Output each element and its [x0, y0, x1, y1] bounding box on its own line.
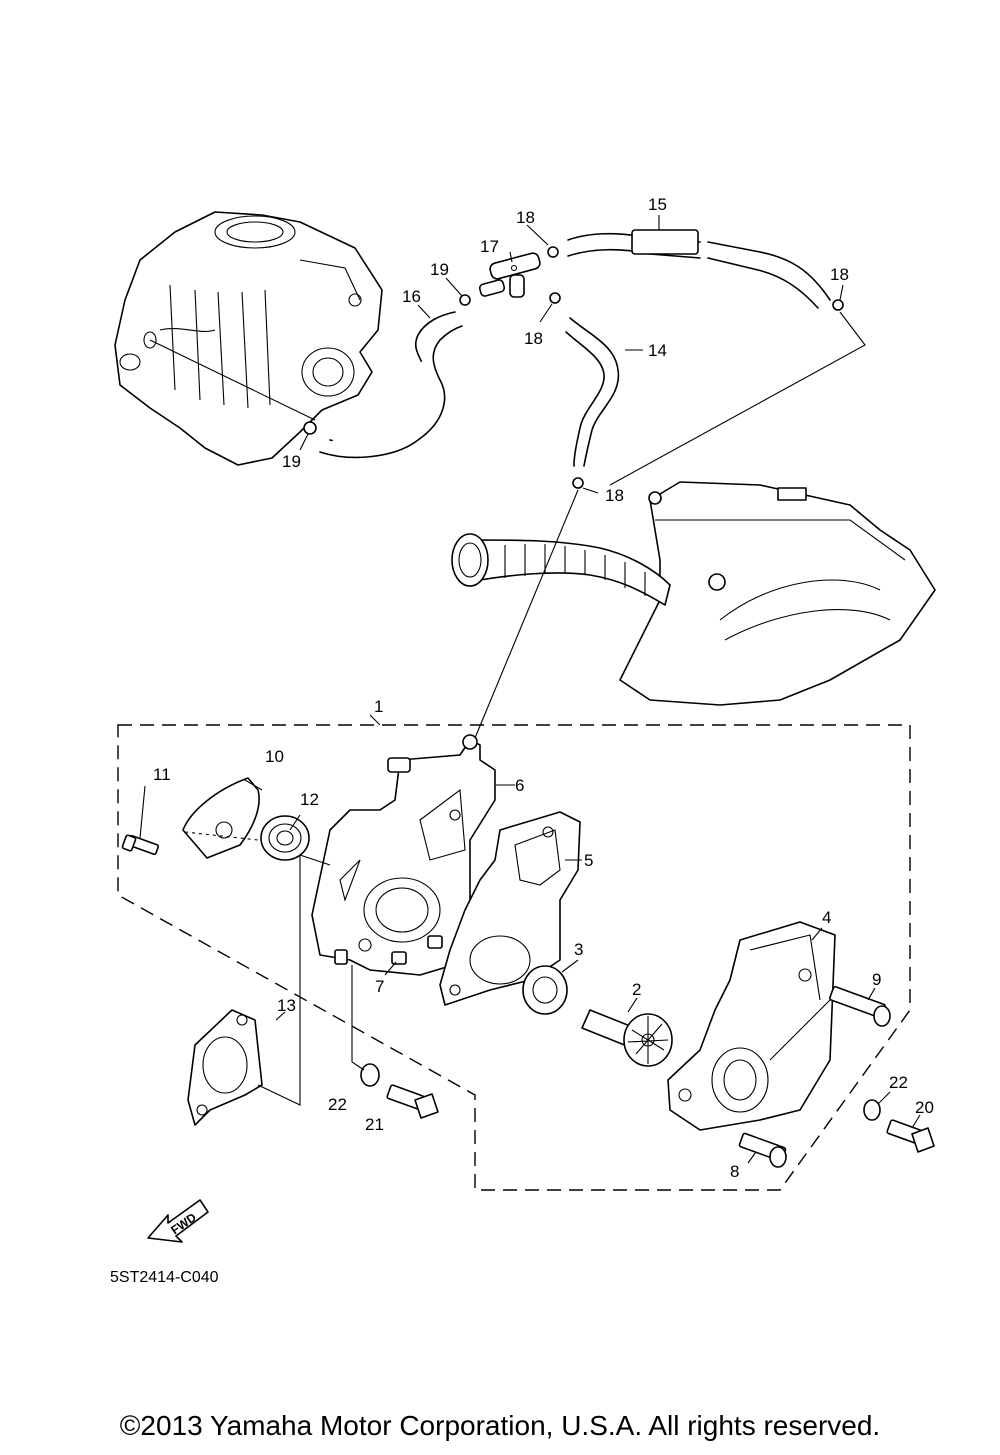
callout-18b: 18 — [830, 265, 849, 284]
washer-22-right-part — [863, 1091, 891, 1121]
drawing-code: 5ST2414-C040 — [110, 1269, 219, 1286]
bolt-11-part — [121, 785, 160, 856]
cylinder-head-part — [114, 211, 383, 466]
seal-3-part — [522, 959, 579, 1015]
bolt-20-part — [886, 1114, 935, 1153]
callout-7: 7 — [375, 977, 384, 996]
callout-19b: 19 — [282, 452, 301, 471]
callout-16: 16 — [402, 287, 421, 306]
clamps-part — [303, 246, 844, 489]
callout-3: 3 — [574, 940, 583, 959]
callout-21: 21 — [365, 1115, 384, 1134]
callout-12: 12 — [300, 790, 319, 809]
callout-17: 17 — [480, 237, 499, 256]
callout-14: 14 — [648, 341, 667, 360]
bearing-12-part — [184, 814, 310, 861]
gasket-5-part — [439, 811, 582, 1006]
gasket-13-part — [187, 854, 331, 1126]
callout-9: 9 — [872, 970, 881, 989]
copyright-notice: ©2013 Yamaha Motor Corporation, U.S.A. A… — [119, 1410, 881, 1441]
callout-18c: 18 — [524, 329, 543, 348]
callout-labels: 1 2 3 4 5 6 7 8 9 10 11 12 13 14 15 16 1… — [153, 195, 934, 1181]
assembly-boundary — [117, 714, 911, 1191]
plate-10-part — [182, 777, 263, 859]
callout-8: 8 — [730, 1162, 739, 1181]
callout-20: 20 — [915, 1098, 934, 1117]
callout-22b: 22 — [889, 1073, 908, 1092]
pump-housing-6-part — [311, 734, 515, 976]
hose-16-part — [319, 311, 463, 459]
callout-22a: 22 — [328, 1095, 347, 1114]
callout-19a: 19 — [430, 260, 449, 279]
callout-11: 11 — [153, 765, 171, 784]
joint-17-part — [478, 252, 541, 298]
callout-5: 5 — [584, 851, 593, 870]
callout-18a: 18 — [516, 208, 535, 227]
fwd-arrow-icon: FWD — [147, 1199, 209, 1243]
leader-lines-top — [299, 215, 866, 751]
hose-14-part — [565, 317, 620, 467]
air-filter-case-part — [451, 481, 936, 706]
callout-2: 2 — [632, 980, 641, 999]
callout-4: 4 — [822, 908, 831, 927]
hose-15-part — [567, 229, 831, 309]
bolt-9-part — [769, 985, 891, 1061]
bolt-21-part — [386, 1084, 439, 1119]
callout-6: 6 — [515, 776, 524, 795]
dowel-pins-7-part — [334, 935, 443, 976]
washer-22-left-part — [351, 965, 380, 1087]
pump-cover-4-part — [667, 921, 836, 1131]
callout-13: 13 — [277, 996, 296, 1015]
callout-15: 15 — [648, 195, 667, 214]
bolt-8-part — [738, 1132, 787, 1168]
callout-18d: 18 — [605, 486, 624, 505]
impeller-2-part — [581, 997, 673, 1067]
callout-10: 10 — [265, 747, 284, 766]
callout-1: 1 — [374, 697, 383, 716]
